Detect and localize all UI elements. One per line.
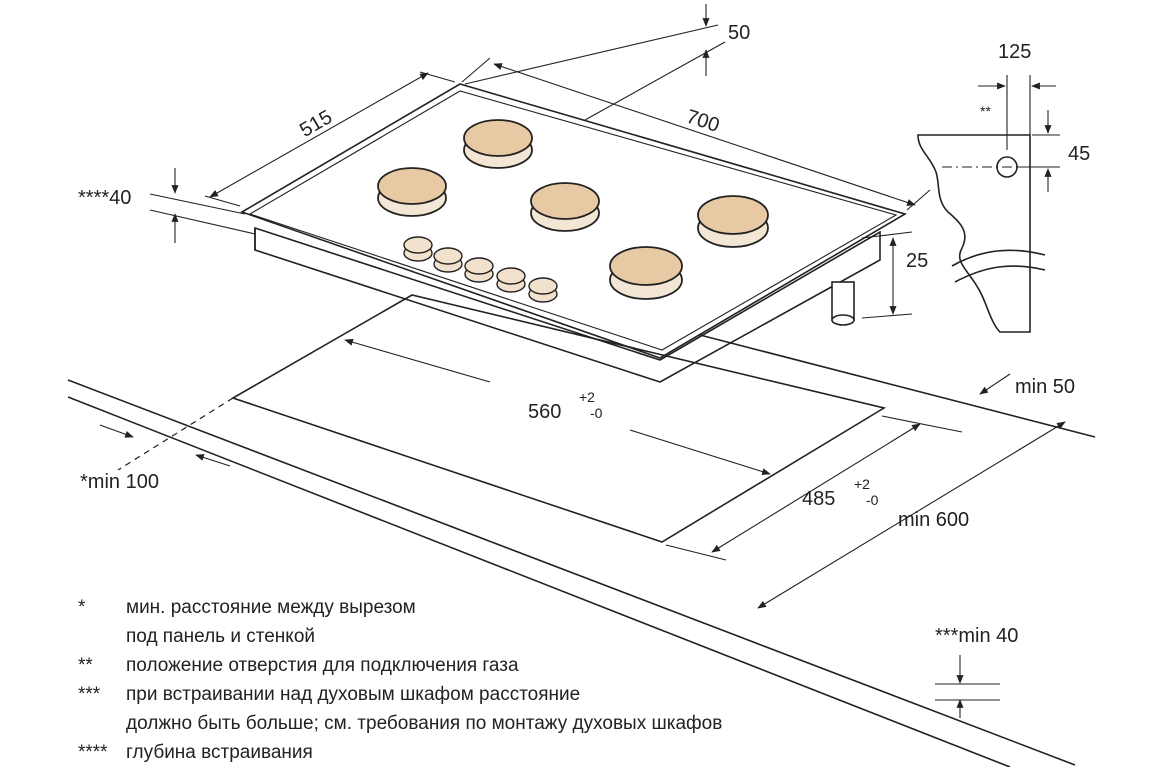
legend-mark: * — [78, 597, 86, 618]
hob-height-label: 25 — [906, 250, 928, 272]
legend-row: *** при встраивании над духовым шкафом р… — [78, 680, 722, 709]
knob-1 — [403, 236, 433, 262]
hob-width-label: 700 — [684, 106, 723, 137]
burner-back-left — [463, 119, 533, 169]
hob-width-dimension: 700 — [461, 57, 931, 211]
wall-distance-label: *min 100 — [80, 471, 159, 493]
legend-mark — [78, 622, 126, 651]
knob-3 — [464, 257, 494, 283]
legend-row: под панель и стенкой — [78, 622, 722, 651]
cutout-depth-dimension: 485 +2 -0 — [665, 415, 963, 561]
legend-row: * мин. расстояние между вырезом — [78, 593, 722, 622]
legend-text: под панель и стенкой — [126, 626, 315, 647]
front-distance-label: ***min 40 — [935, 625, 1018, 647]
hob-depth-dimension: 515 — [204, 71, 456, 207]
wall-distance-dimension: *min 100 — [80, 424, 231, 493]
cutout-width-tol-minus: -0 — [590, 405, 603, 421]
legend-row: должно быть больше; см. требования по мо… — [78, 709, 722, 738]
legend-text: мин. расстояние между вырезом — [126, 597, 416, 618]
burner-front — [609, 246, 683, 300]
knob-4 — [496, 267, 526, 293]
cutout-depth-label: 485 — [802, 488, 835, 510]
legend-mark: *** — [78, 684, 101, 705]
gas-marker-label: ** — [980, 103, 991, 119]
cutout-outline — [117, 294, 887, 543]
legend-text: должно быть больше; см. требования по мо… — [126, 713, 723, 734]
back-distance-label: min 50 — [1015, 376, 1075, 398]
front-distance-dimension: ***min 40 — [935, 625, 1018, 718]
legend-text: при встраивании над духовым шкафом расст… — [126, 684, 581, 705]
control-knobs — [403, 236, 558, 303]
hob-depth-label: 515 — [296, 106, 336, 142]
worktop-depth-label: min 600 — [898, 509, 969, 531]
back-top-dimension: 50 — [464, 4, 750, 121]
cutout-depth-tol-minus: -0 — [866, 492, 879, 508]
back-top-label: 50 — [728, 22, 750, 44]
cutout-width-dimension: 560 +2 -0 — [344, 338, 771, 475]
edge-gas-label: 45 — [1068, 143, 1090, 165]
back-distance-dimension: min 50 — [979, 373, 1075, 398]
legend-text: глубина встраивания — [126, 742, 313, 763]
legend-mark — [78, 709, 126, 738]
cutout-width-label: 560 — [528, 401, 561, 423]
worktop — [67, 334, 1096, 767]
built-in-depth-dimension: ****40 — [78, 168, 256, 243]
hob-height-dimension: 25 — [861, 231, 928, 319]
legend-text: положение отверстия для подключения газа — [126, 655, 519, 676]
knob-5 — [528, 277, 558, 303]
burner-right — [697, 195, 769, 248]
legend-mark: ** — [78, 655, 93, 676]
gas-connection-detail: 125 ** 45 — [917, 41, 1090, 333]
legend-mark: **** — [78, 742, 108, 763]
legend: * мин. расстояние между вырезом под пане… — [78, 593, 722, 767]
burners — [377, 119, 769, 300]
cutout-width-tol-plus: +2 — [579, 389, 595, 405]
burner-center — [530, 182, 600, 232]
burner-left — [377, 167, 447, 217]
built-in-depth-label: ****40 — [78, 187, 131, 209]
knob-2 — [433, 247, 463, 273]
cutout-depth-tol-plus: +2 — [854, 476, 870, 492]
hob-body — [254, 226, 881, 383]
edge-back-label: 125 — [998, 41, 1031, 63]
legend-row: **** глубина встраивания — [78, 738, 722, 767]
legend-row: ** положение отверстия для подключения г… — [78, 651, 722, 680]
worktop-depth-dimension: min 600 — [757, 421, 1066, 609]
